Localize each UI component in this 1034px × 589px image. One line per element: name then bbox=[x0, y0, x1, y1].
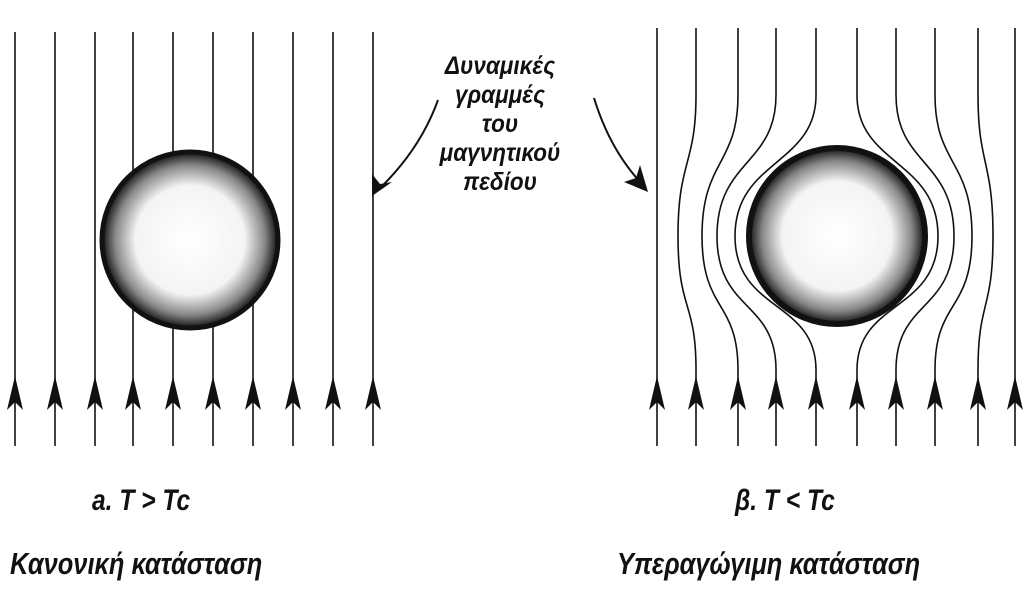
arrowhead-up-icon bbox=[849, 376, 865, 410]
normal-state-sphere bbox=[99, 149, 281, 331]
annotation-line: γραμμές bbox=[455, 81, 545, 109]
field-line bbox=[856, 28, 939, 446]
panel-b-formula: β. T < Tc bbox=[735, 484, 835, 517]
field-line bbox=[716, 28, 777, 446]
arrowhead-up-icon bbox=[47, 376, 63, 410]
arrowhead-up-icon bbox=[649, 376, 665, 410]
pointer-arrow-left bbox=[377, 99, 439, 191]
arrowhead-up-icon bbox=[365, 376, 381, 410]
arrowhead-up-icon bbox=[125, 376, 141, 410]
panel-a-caption: Κανονική κατάσταση bbox=[10, 546, 263, 581]
arrowhead-up-icon bbox=[768, 376, 784, 410]
arrowhead-up-icon bbox=[325, 376, 341, 410]
arrowhead-left-icon bbox=[372, 174, 392, 196]
field-line bbox=[977, 28, 994, 446]
arrowhead-up-icon bbox=[245, 376, 261, 410]
arrowhead-up-icon bbox=[7, 376, 23, 410]
field-line bbox=[895, 28, 955, 446]
superconducting-field-lines bbox=[649, 28, 1023, 446]
superconducting-sphere bbox=[746, 145, 928, 327]
annotation-line: πεδίου bbox=[463, 168, 537, 196]
arrowhead-up-icon bbox=[285, 376, 301, 410]
arrowhead-up-icon bbox=[205, 376, 221, 410]
arrowhead-up-icon bbox=[87, 376, 103, 410]
arrowhead-up-icon bbox=[688, 376, 704, 410]
arrowhead-up-icon bbox=[1007, 376, 1023, 410]
arrowhead-up-icon bbox=[808, 376, 824, 410]
arrowhead-right-icon bbox=[624, 165, 648, 192]
arrowhead-up-icon bbox=[730, 376, 746, 410]
arrowhead-up-icon bbox=[888, 376, 904, 410]
pointer-arrow-right bbox=[593, 97, 643, 185]
arrowhead-up-icon bbox=[927, 376, 943, 410]
field-line bbox=[734, 28, 817, 446]
arrowhead-up-icon bbox=[970, 376, 986, 410]
field-line bbox=[934, 28, 973, 446]
annotation-line: του bbox=[481, 110, 519, 138]
annotation-line: μαγνητικού bbox=[439, 139, 561, 167]
field-lines-annotation: Δυναμικές γραμμές του μαγνητικού πεδίου bbox=[400, 52, 600, 197]
annotation-line: Δυναμικές bbox=[444, 52, 556, 80]
panel-a-formula: a. T > Tc bbox=[92, 484, 191, 517]
field-line bbox=[677, 28, 697, 446]
panel-b-caption: Υπεραγώγιμη κατάσταση bbox=[617, 546, 921, 581]
field-line bbox=[701, 28, 739, 446]
arrowhead-up-icon bbox=[165, 376, 181, 410]
